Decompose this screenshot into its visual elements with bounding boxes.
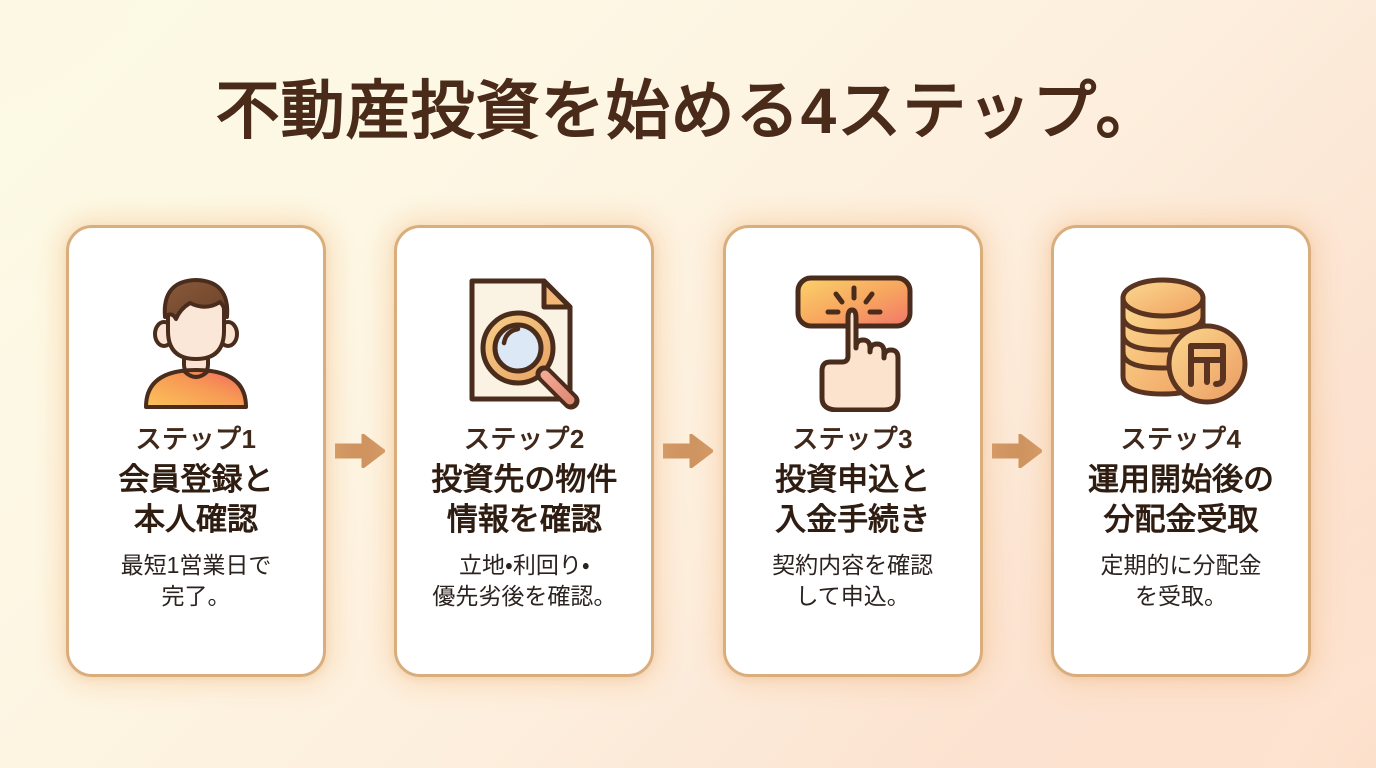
step-4-desc-line-2: を受取。: [1134, 582, 1227, 609]
step-4-icon-box: [1054, 258, 1308, 423]
arrow-gap-2: [654, 225, 722, 677]
arrow-gap-1: [326, 225, 394, 677]
arrow-step3-to-step4-icon: [991, 434, 1042, 468]
step-2-text: ステップ2 投資先の物件 情報を確認 立地・利回り・ 優先劣後を確認。: [397, 423, 651, 611]
step-4-title-line-1: 運用開始後の: [1087, 461, 1274, 497]
step-3-desc-line-1: 契約内容を確認: [772, 552, 934, 579]
step-1-desc-line-1: 最短1営業日で: [120, 552, 272, 579]
step-card-2[interactable]: ステップ2 投資先の物件 情報を確認 立地・利回り・ 優先劣後を確認。: [394, 225, 655, 677]
step-4-desc-line-1: 定期的に分配金: [1100, 552, 1262, 579]
step-4-desc: 定期的に分配金 を受取。: [1062, 550, 1300, 611]
step-3-title-line-2: 入金手続き: [775, 501, 931, 537]
step-3-title: 投資申込と 入金手続き: [734, 460, 972, 541]
step-1-desc-line-2: 完了。: [161, 582, 231, 609]
click-button-hand-icon: [795, 275, 913, 412]
step-2-title: 投資先の物件 情報を確認: [405, 460, 643, 541]
step-2-icon-box: [397, 258, 651, 423]
step-1-title: 会員登録と 本人確認: [77, 460, 315, 541]
step-card-1[interactable]: ステップ1 会員登録と 本人確認 最短1営業日で 完了。: [66, 225, 326, 677]
step-2-title-line-1: 投資先の物件: [431, 461, 618, 497]
step-4-title-line-2: 分配金受取: [1103, 501, 1259, 537]
arrow-step1-to-step2-icon: [335, 434, 386, 468]
step-2-title-line-2: 情報を確認: [446, 501, 602, 537]
step-2-desc-line-2: 優先劣後を確認。: [432, 582, 617, 609]
step-1-icon-box: [69, 258, 323, 423]
steps-row: ステップ1 会員登録と 本人確認 最短1営業日で 完了。: [66, 225, 1311, 677]
page-title-wrapper: 不動産投資を始める4ステップ。: [0, 75, 1376, 147]
person-avatar-icon: [144, 277, 248, 409]
arrow-step2-to-step3-icon: [663, 434, 714, 468]
step-3-label: ステップ3: [792, 424, 914, 454]
document-magnifier-icon: [469, 278, 580, 409]
step-3-icon-box: [726, 258, 980, 423]
step-1-desc: 最短1営業日で 完了。: [77, 550, 315, 611]
step-3-desc: 契約内容を確認 して申込。: [734, 550, 972, 611]
coin-stack-yen-icon: [1120, 277, 1248, 404]
step-card-4[interactable]: ステップ4 運用開始後の 分配金受取 定期的に分配金 を受取。: [1050, 225, 1311, 677]
step-4-label: ステップ4: [1120, 424, 1242, 454]
step-3-desc-line-2: して申込。: [795, 582, 910, 609]
step-2-desc-line-1: 立地・利回り・: [459, 552, 590, 579]
step-card-3[interactable]: ステップ3 投資申込と 入金手続き 契約内容を確認 して申込。: [722, 225, 983, 677]
page-title: 不動産投資を始める4ステップ。: [215, 75, 1161, 147]
arrow-gap-3: [983, 225, 1051, 677]
step-1-title-line-2: 本人確認: [134, 501, 258, 537]
step-2-desc: 立地・利回り・ 優先劣後を確認。: [405, 550, 643, 611]
step-1-title-line-1: 会員登録と: [118, 461, 274, 497]
step-1-text: ステップ1 会員登録と 本人確認 最短1営業日で 完了。: [69, 423, 323, 611]
step-4-title: 運用開始後の 分配金受取: [1062, 460, 1300, 541]
step-4-text: ステップ4 運用開始後の 分配金受取 定期的に分配金 を受取。: [1054, 423, 1308, 611]
step-3-title-line-1: 投資申込と: [775, 461, 931, 497]
step-3-text: ステップ3 投資申込と 入金手続き 契約内容を確認 して申込。: [726, 423, 980, 611]
step-1-label: ステップ1: [135, 424, 257, 454]
step-2-label: ステップ2: [463, 424, 585, 454]
